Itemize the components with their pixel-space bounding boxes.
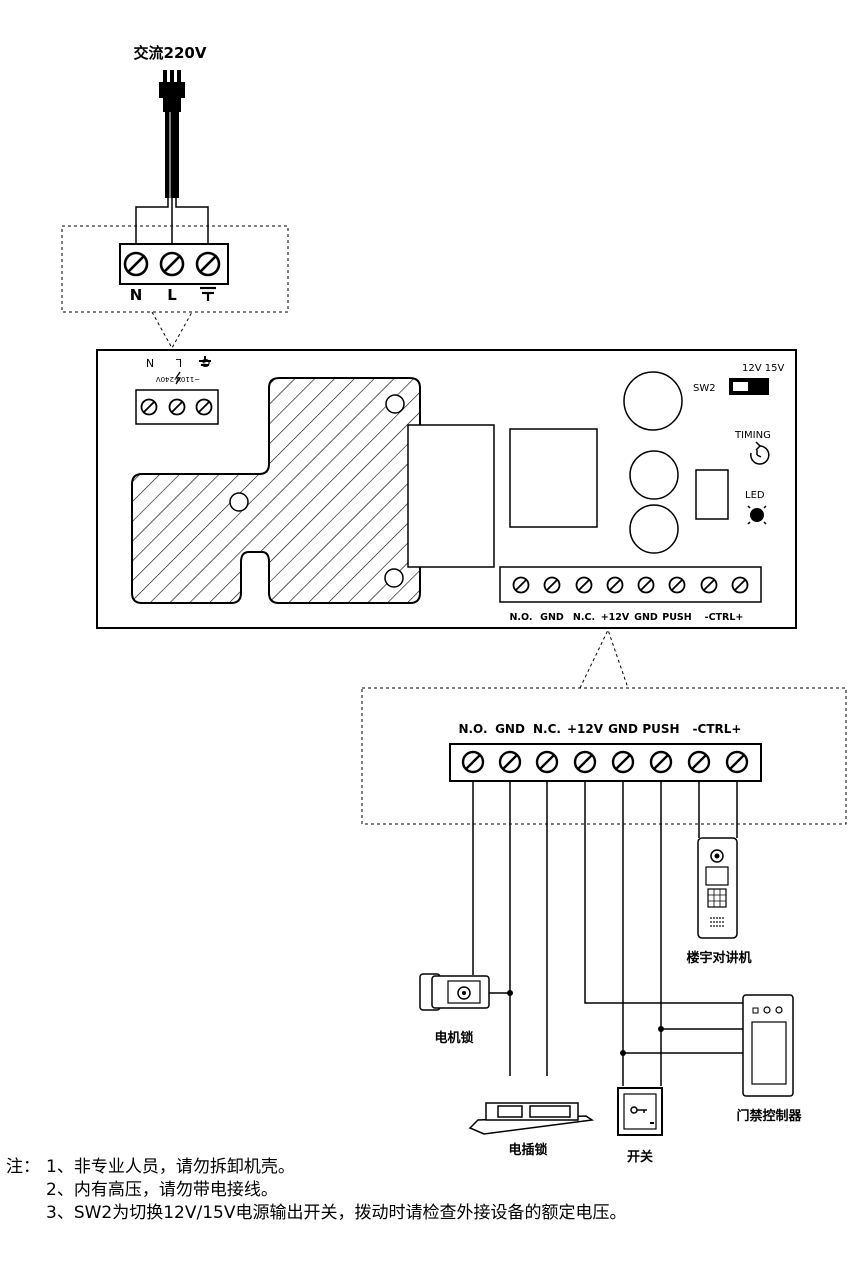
wires: [472, 781, 743, 1086]
board-label-ctrl: -CTRL+: [705, 612, 744, 623]
access-controller-icon: [742, 994, 794, 1097]
board-label-nc: N.C.: [573, 612, 595, 623]
zoom-label-push: PUSH: [642, 722, 679, 736]
terminal-screw-slot: [514, 578, 528, 592]
terminal-screw-slot: [690, 753, 708, 771]
board-label-gnd-1: GND: [540, 612, 564, 623]
note-item-1: 1、非专业人员，请勿拆卸机壳。: [46, 1157, 295, 1177]
notes-section: 注： 1、非专业人员，请勿拆卸机壳。 2、内有高压，请勿带电接线。 3、SW2为…: [6, 1156, 626, 1225]
sw2-label: SW2: [693, 383, 716, 394]
sw2-switch: [729, 378, 769, 395]
intercom-label: 楼宇对讲机: [686, 950, 751, 966]
terminal-screw-slot: [614, 753, 632, 771]
terminal-screw-slot: [127, 255, 145, 273]
power-label: 交流220V: [134, 44, 207, 62]
transformer-hatched-area: [131, 377, 421, 604]
power-plug: [159, 70, 185, 198]
zoom-label-ctrl: -CTRL+: [693, 722, 742, 736]
power-cable-split: [135, 198, 209, 245]
terminal-screw-slot: [170, 400, 184, 414]
terminal-screw-slot: [652, 753, 670, 771]
power-terminal-block: [119, 243, 229, 285]
board-label-12v: +12V: [601, 612, 630, 623]
wire-junctions: [507, 990, 664, 1056]
terminal-screw-slot: [733, 578, 747, 592]
relay-component: [407, 424, 495, 568]
board-power-label-g: G: [202, 356, 211, 369]
board-label-no: N.O.: [509, 612, 532, 623]
timing-label: TIMING: [734, 430, 771, 441]
terminal-screw-slot: [199, 255, 217, 273]
led-icon: [747, 505, 767, 525]
board-output-terminal-block: [499, 566, 762, 603]
motor-lock-icon: [419, 973, 490, 1011]
terminal-screw-slot: [639, 578, 653, 592]
board-label-push: PUSH: [662, 612, 692, 623]
mounting-holes: [229, 394, 405, 588]
board-lightning-icon: [174, 371, 182, 385]
board-power-voltage-label: ~110V-240V: [156, 375, 200, 383]
zoom-label-12v: +12V: [567, 722, 604, 736]
terminal-screw-slot: [545, 578, 559, 592]
terminal-screw-slot: [608, 578, 622, 592]
terminal-screw-slot: [142, 400, 156, 414]
board-power-label-n: N: [146, 356, 154, 369]
zoom-label-gnd-2: GND: [608, 722, 638, 736]
terminal-screw-slot: [197, 400, 211, 414]
board-power-terminal-block: [135, 389, 219, 425]
capacitors: [623, 371, 683, 554]
access-controller-label: 门禁控制器: [736, 1108, 802, 1124]
zoom-label-gnd-1: GND: [495, 722, 525, 736]
terminal-screw-slot: [728, 753, 746, 771]
terminal-screw-slot: [501, 753, 519, 771]
exit-switch-icon: [617, 1087, 663, 1136]
board-power-label-l: L: [175, 356, 182, 369]
zoom-label-nc: N.C.: [533, 722, 561, 736]
earth-ground-icon: [200, 286, 216, 301]
board-earth-icon: [199, 356, 211, 366]
relay-component-2: [509, 428, 598, 528]
power-terminal-label-n: N: [130, 286, 143, 304]
zoom-terminal-block: [449, 743, 762, 782]
terminal-screw-slot: [670, 578, 684, 592]
timing-icon: [750, 441, 770, 465]
note-item-3: 3、SW2为切换12V/15V电源输出开关，拨动时请检查外接设备的额定电压。: [46, 1203, 627, 1223]
exit-switch-label: 开关: [627, 1149, 653, 1165]
notes-prefix: 注：: [6, 1157, 40, 1177]
timing-potentiometer-box: [695, 469, 729, 520]
led-label: LED: [745, 490, 765, 501]
intercom-device-icon: [697, 837, 738, 939]
power-zoom-box: [61, 225, 289, 350]
note-item-2: 2、内有高压，请勿带电接线。: [46, 1180, 278, 1200]
terminal-screw-slot: [577, 578, 591, 592]
zoom-label-no: N.O.: [458, 722, 487, 736]
bolt-lock-label: 电插锁: [508, 1142, 547, 1158]
motor-lock-label: 电机锁: [434, 1030, 473, 1046]
terminal-screw-slot: [163, 255, 181, 273]
terminal-screw-slot: [538, 753, 556, 771]
bolt-lock-icon: [468, 1102, 595, 1135]
board-label-gnd-2: GND: [634, 612, 658, 623]
sw2-voltage-options: 12V 15V: [742, 363, 784, 374]
power-terminal-label-l: L: [167, 286, 177, 304]
terminal-zoom-box: [361, 628, 847, 825]
terminal-screw-slot: [702, 578, 716, 592]
terminal-screw-slot: [464, 753, 482, 771]
terminal-screw-slot: [576, 753, 594, 771]
